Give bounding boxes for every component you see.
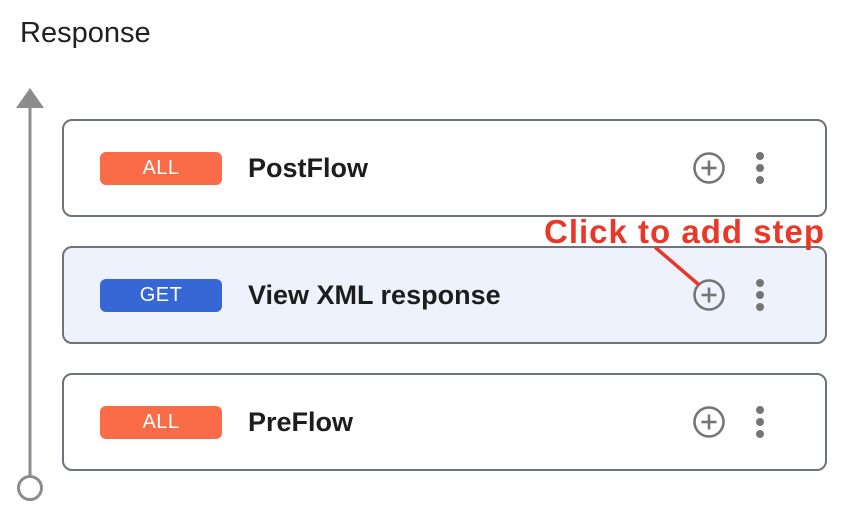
method-badge: ALL bbox=[100, 151, 222, 185]
flow-card-view-xml-response[interactable]: GET View XML response bbox=[62, 246, 827, 344]
more-options-button[interactable] bbox=[755, 151, 765, 185]
flow-card-postflow[interactable]: ALL PostFlow bbox=[62, 119, 827, 217]
kebab-vertical-icon bbox=[756, 279, 764, 311]
add-step-button[interactable] bbox=[692, 151, 726, 185]
more-options-button[interactable] bbox=[755, 405, 765, 439]
kebab-vertical-icon bbox=[756, 406, 764, 438]
flow-name: View XML response bbox=[248, 279, 501, 310]
flow-name: PostFlow bbox=[248, 152, 368, 183]
flow-direction-arrow-icon bbox=[16, 88, 44, 501]
card-actions bbox=[692, 405, 825, 439]
card-actions bbox=[692, 278, 825, 312]
flow-card-preflow[interactable]: ALL PreFlow bbox=[62, 373, 827, 471]
flow-card-list: ALL PostFlow GET View XML response bbox=[62, 119, 827, 500]
add-step-button[interactable] bbox=[692, 405, 726, 439]
card-actions bbox=[692, 151, 825, 185]
method-badge: GET bbox=[100, 278, 222, 312]
plus-circle-icon bbox=[693, 406, 725, 438]
method-badge: ALL bbox=[100, 405, 222, 439]
flow-name: PreFlow bbox=[248, 406, 354, 437]
kebab-vertical-icon bbox=[756, 152, 764, 184]
add-step-button[interactable] bbox=[692, 278, 726, 312]
more-options-button[interactable] bbox=[755, 278, 765, 312]
plus-circle-icon bbox=[693, 152, 725, 184]
section-title-response: Response bbox=[20, 17, 151, 49]
plus-circle-icon bbox=[693, 279, 725, 311]
